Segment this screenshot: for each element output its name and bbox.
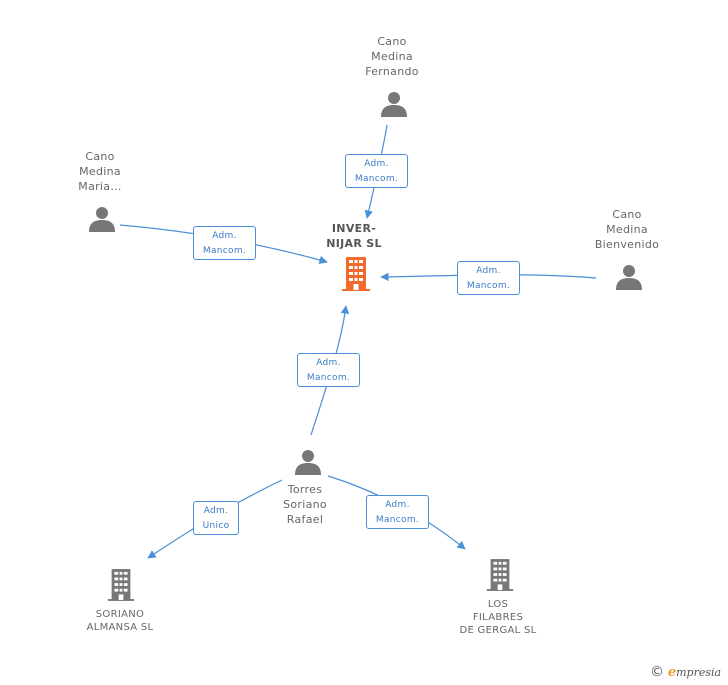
company-label-filabres: LOS FILABRES DE GERGAL SL bbox=[459, 599, 537, 636]
person-label-bienvenido: Cano Medina Bienvenido bbox=[594, 208, 660, 251]
building-icon[interactable] bbox=[106, 568, 136, 602]
center-company-label: INVER- NIJAR SL bbox=[326, 222, 382, 250]
person-label-fernando: Cano Medina Fernando bbox=[365, 35, 419, 78]
person-icon[interactable] bbox=[615, 263, 643, 291]
copyright-symbol: © bbox=[650, 664, 664, 680]
edge-badge-maria[interactable]: Adm. Mancom. bbox=[193, 226, 256, 260]
person-icon[interactable] bbox=[380, 90, 408, 118]
person-icon[interactable] bbox=[88, 205, 116, 233]
person-icon[interactable] bbox=[294, 448, 322, 476]
brand-logo[interactable]: empresia bbox=[667, 665, 722, 680]
person-label-maria: Cano Medina Maria... bbox=[78, 150, 122, 193]
building-icon[interactable] bbox=[340, 256, 372, 292]
edge-badge-torres-filabres[interactable]: Adm. Mancom. bbox=[366, 495, 429, 529]
building-icon[interactable] bbox=[485, 558, 515, 592]
edge-badge-fernando[interactable]: Adm. Mancom. bbox=[345, 154, 408, 188]
edge-badge-torres-center[interactable]: Adm. Mancom. bbox=[297, 353, 360, 387]
person-label-torres: Torres Soriano Rafael bbox=[283, 483, 327, 526]
edge-badge-torres-soriano[interactable]: Adm. Unico bbox=[193, 501, 239, 535]
edge-badge-bienvenido[interactable]: Adm. Mancom. bbox=[457, 261, 520, 295]
copyright-footer: © empresia bbox=[650, 664, 721, 680]
company-label-soriano: SORIANO ALMANSA SL bbox=[86, 609, 154, 633]
